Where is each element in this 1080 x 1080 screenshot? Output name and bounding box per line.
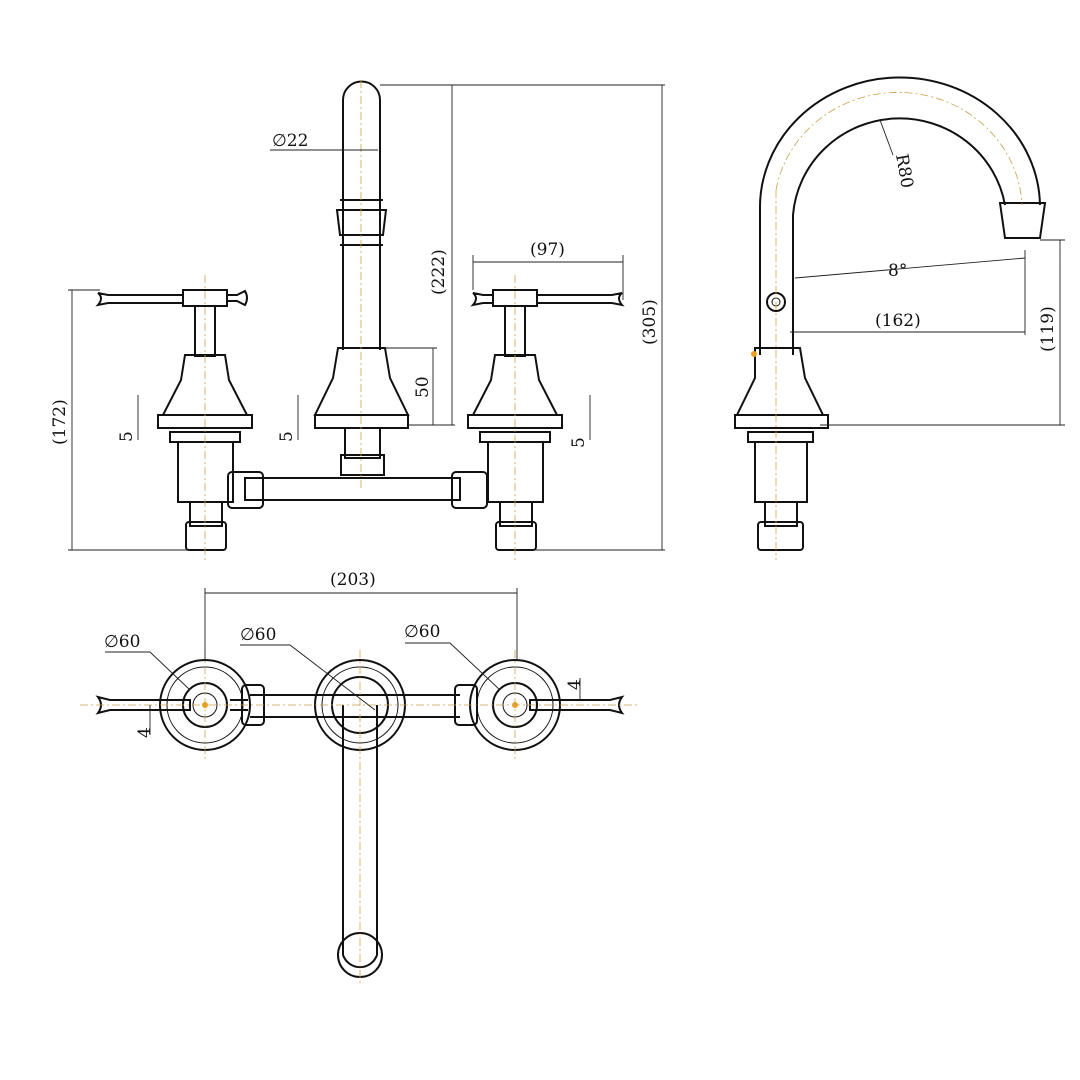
spout-base	[313, 347, 410, 416]
spout-ring	[335, 199, 388, 246]
spout-shank	[344, 427, 381, 459]
dim-spout-height: (222)	[429, 249, 449, 295]
dim-flange-right: 5	[569, 437, 589, 448]
side-spout-outlet	[998, 202, 1047, 239]
dim-diameter-center: ∅60	[240, 625, 276, 645]
dim-reach: (162)	[875, 311, 921, 331]
side-spout-arc	[758, 76, 1041, 355]
dim-overall-height: (305)	[640, 299, 660, 345]
dim-spout-base-height: 50	[413, 376, 433, 398]
spout-pipe	[342, 80, 381, 350]
dim-diameter-left: ∅60	[104, 632, 140, 652]
dim-diameter-right: ∅60	[404, 622, 440, 642]
top-dimensions: (203) ∅60 ∅60 ∅60 4 4	[104, 570, 585, 738]
dim-angle: 8°	[888, 261, 907, 281]
side-view: R80 8° (162) (119)	[734, 76, 1065, 560]
dim-handle-width: (97)	[530, 240, 565, 260]
right-valve	[467, 275, 625, 560]
crossbar-pipe	[244, 477, 461, 501]
side-dimensions: R80 8° (162) (119)	[790, 119, 1065, 426]
front-view: ∅22 (222) (305) (97) (172) 50 5 5 5	[50, 80, 665, 560]
top-view: (203) ∅60 ∅60 ∅60 4 4	[80, 570, 640, 985]
dim-radius: R80	[891, 152, 917, 189]
dim-outlet-height: (119)	[1038, 306, 1058, 352]
dim-flange-center: 5	[277, 431, 297, 442]
dim-valve-height: (172)	[50, 399, 70, 445]
dim-spout-diameter: ∅22	[272, 131, 308, 151]
dim-centers-spacing: (203)	[330, 570, 376, 590]
spout-nut	[340, 454, 385, 476]
dim-flange-left: 5	[117, 431, 137, 442]
front-dimensions: ∅22 (222) (305) (97) (172) 50 5 5 5	[50, 84, 665, 551]
spout-flange	[314, 414, 409, 429]
dim-lever-left: 4	[135, 727, 155, 738]
dim-lever-right: 4	[565, 679, 585, 690]
left-valve	[95, 275, 253, 560]
